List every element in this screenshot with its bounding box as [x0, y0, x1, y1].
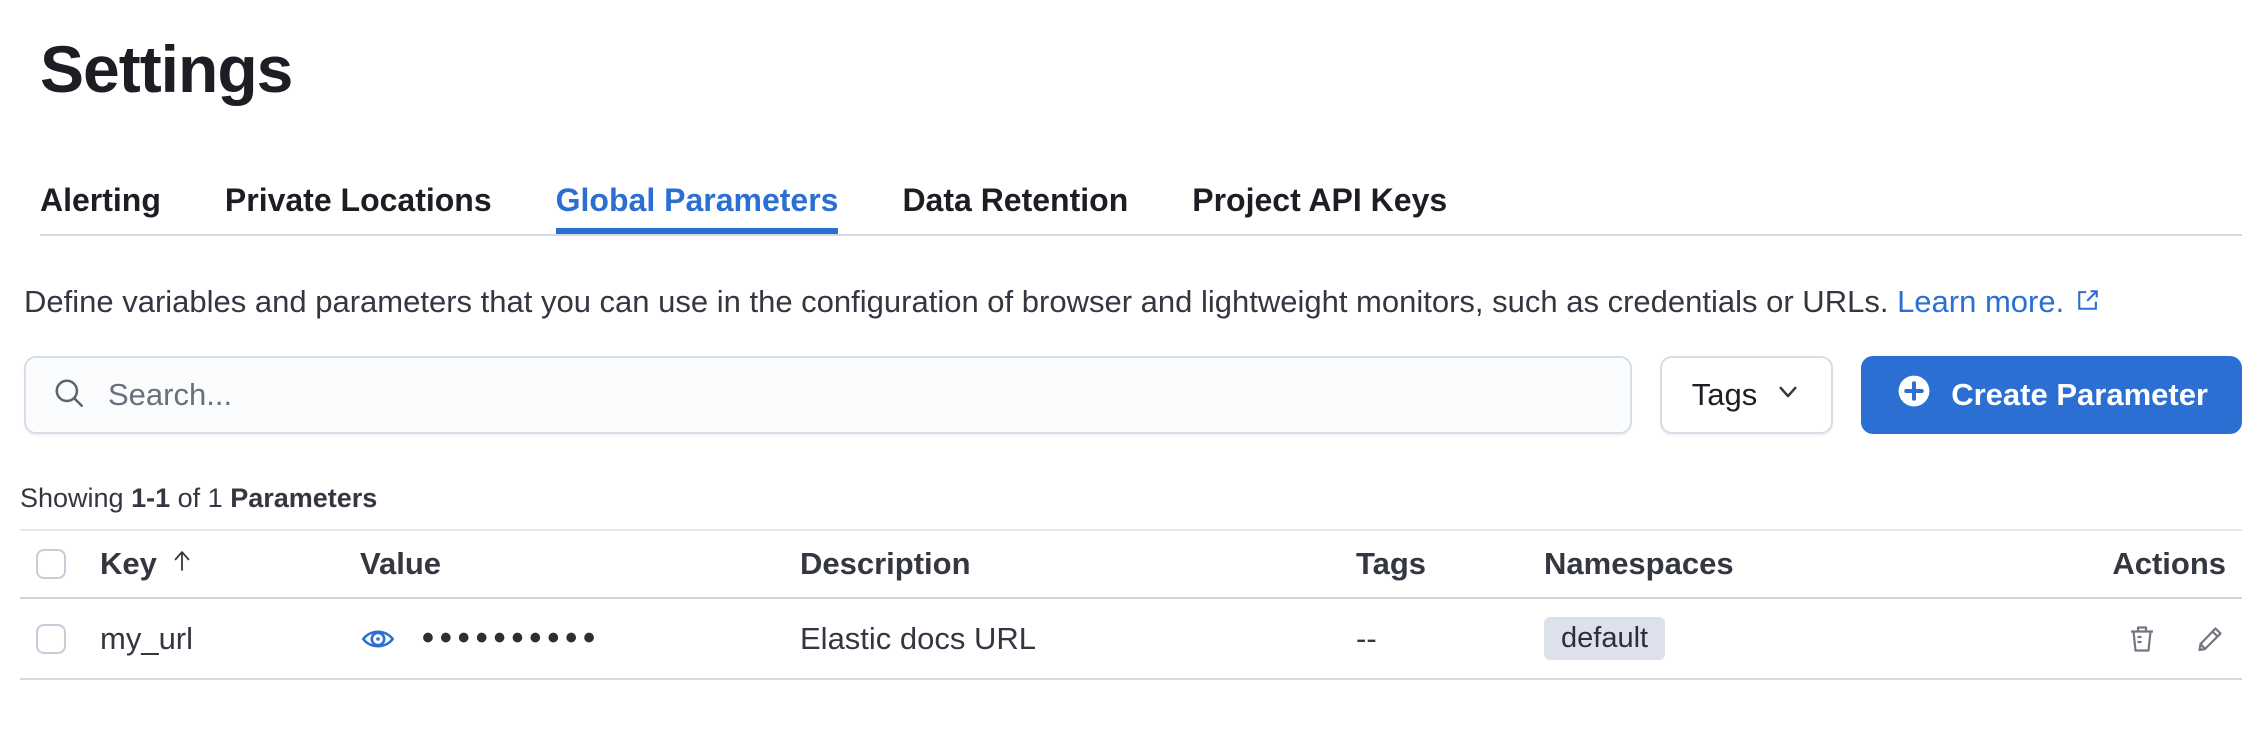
tab-global-parameters[interactable]: Global Parameters [556, 182, 839, 234]
summary-entity: Parameters [230, 483, 378, 513]
page-description: Define variables and parameters that you… [24, 278, 2189, 328]
tab-data-retention[interactable]: Data Retention [902, 182, 1129, 218]
tab-project-api-keys[interactable]: Project API Keys [1192, 182, 1448, 218]
search-input[interactable]: Search... [24, 356, 1632, 434]
edit-parameter-button[interactable] [2194, 623, 2226, 655]
chevron-down-icon [1775, 377, 1801, 413]
tab-private-locations[interactable]: Private Locations [224, 182, 492, 218]
cell-tags: -- [1356, 620, 1377, 656]
masked-value: •••••••••• [422, 619, 602, 657]
create-parameter-button[interactable]: Create Parameter [1861, 356, 2242, 434]
summary-prefix: Showing [20, 483, 124, 513]
column-header-description: Description [800, 546, 971, 581]
cell-namespaces: default [1544, 617, 2004, 660]
plus-circle-icon [1895, 372, 1933, 418]
eye-icon[interactable] [360, 621, 396, 657]
column-header-key[interactable]: Key [100, 546, 360, 582]
cell-key: my_url [100, 620, 194, 656]
delete-parameter-button[interactable] [2126, 623, 2158, 655]
settings-tabs: Alerting Private Locations Global Parame… [40, 182, 2242, 236]
column-header-actions: Actions [2112, 546, 2226, 581]
tags-filter-button[interactable]: Tags [1659, 356, 1834, 434]
results-summary: Showing 1-1 of 1 Parameters [20, 484, 2242, 512]
sort-ascending-arrow-icon [169, 546, 195, 582]
select-all-checkbox[interactable] [36, 549, 66, 579]
cell-actions [2004, 623, 2242, 655]
external-link-icon [2074, 280, 2102, 328]
tab-alerting[interactable]: Alerting [40, 182, 161, 218]
description-text: Define variables and parameters that you… [24, 284, 1889, 319]
search-icon [52, 376, 86, 415]
page-title: Settings [40, 32, 293, 106]
learn-more-link[interactable]: Learn more. [1897, 284, 2102, 319]
settings-page: Settings Alerting Private Locations Glob… [0, 36, 2262, 754]
toolbar: Search... Tags Create Parameter [24, 356, 2242, 434]
column-header-namespaces: Namespaces [1544, 546, 1734, 581]
cell-description: Elastic docs URL [800, 620, 1037, 656]
parameters-table: Key Value Description Tags Namespaces Ac… [20, 529, 2242, 680]
column-header-tags: Tags [1356, 546, 1427, 581]
cell-value: •••••••••• [360, 619, 800, 658]
table-row: my_url •••••••••• Elastic docs URL -- de… [20, 599, 2242, 680]
search-placeholder: Search... [108, 377, 233, 412]
row-checkbox[interactable] [36, 623, 66, 654]
summary-middle: of 1 [177, 483, 223, 513]
table-header-row: Key Value Description Tags Namespaces Ac… [20, 531, 2242, 599]
column-header-value: Value [360, 546, 441, 581]
summary-range: 1-1 [131, 483, 171, 513]
namespace-badge: default [1544, 617, 1666, 660]
